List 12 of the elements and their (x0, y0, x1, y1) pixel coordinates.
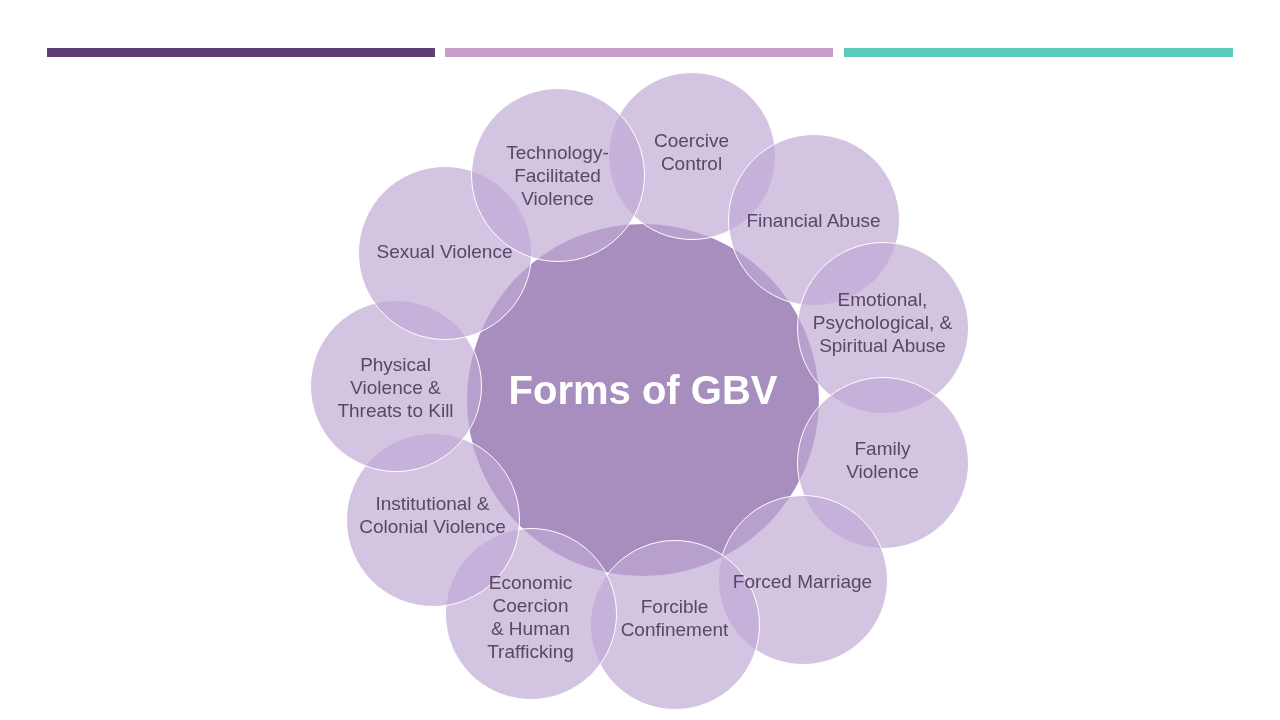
category-label: Sexual Violence (375, 239, 514, 262)
category-label: Emotional, Psychological, & Spiritual Abuse (811, 287, 954, 356)
category-label: Economic Coercion & Human Trafficking (486, 570, 575, 663)
category-label: Institutional & Colonial Violence (358, 491, 507, 538)
category-label: Forcible Confinement (619, 594, 730, 641)
category-label: Technology-Facilitated Violence (505, 140, 610, 209)
category-label: Coercive Control (653, 128, 730, 175)
category-label: Physical Violence & Threats to Kill (336, 352, 455, 421)
category-label: Financial Abuse (745, 208, 882, 231)
category-label: Family Violence (845, 436, 920, 483)
hub-title: Forms of GBV (507, 367, 779, 413)
category-label: Forced Marriage (731, 569, 874, 592)
